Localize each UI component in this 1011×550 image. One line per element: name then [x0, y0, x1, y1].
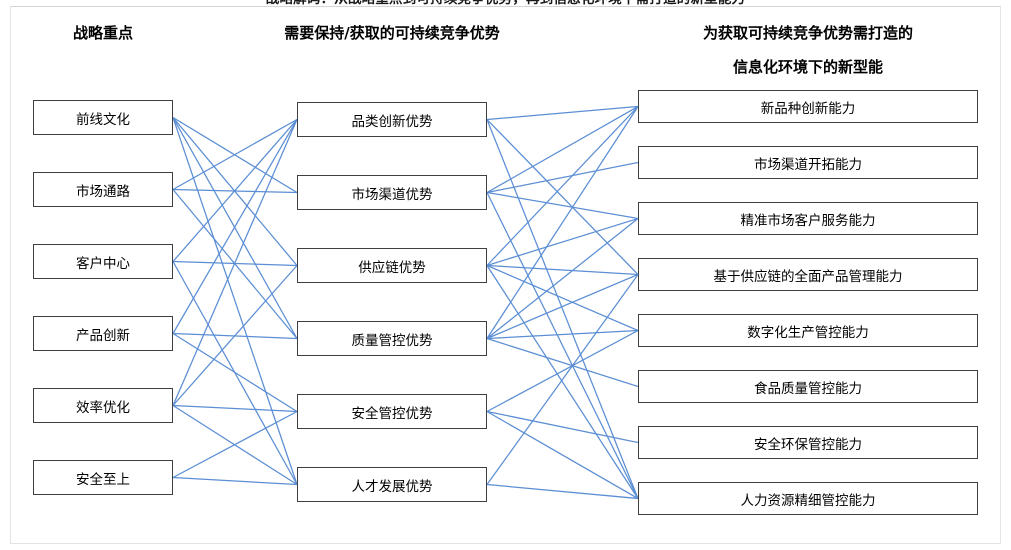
connector-mr-M4-R5: [486, 329, 639, 340]
connector-lm-L2-M2: [172, 188, 298, 194]
connector-lm-L5-M6: [172, 404, 298, 486]
heading-right-line1: 为获取可持续竞争优势需打造的: [702, 24, 913, 42]
strategy-node-l3[interactable]: 客户中心: [33, 244, 173, 279]
strategy-node-l1[interactable]: 前线文化: [33, 100, 173, 135]
connector-mr-M5-R8: [486, 410, 639, 500]
connector-mr-M2-R1: [486, 105, 639, 194]
connector-mr-M6-R8: [486, 483, 639, 500]
node-label: 安全环保管控能力: [754, 436, 862, 453]
strategy-node-l2[interactable]: 市场通路: [33, 172, 173, 207]
node-label: 人才发展优势: [351, 478, 433, 495]
node-label: 前线文化: [76, 111, 130, 128]
advantage-node-m1[interactable]: 品类创新优势: [297, 102, 487, 137]
connector-mr-M1-R8: [486, 119, 639, 499]
node-label: 质量管控优势: [351, 332, 433, 349]
connector-mr-M5-R7: [486, 410, 639, 444]
connector-lm-L6-M5: [172, 410, 298, 479]
clipped-top-text: 战略解码：从战略重点到可持续竞争优势，再到信息化环境下需打造的新型能力: [0, 0, 1011, 5]
advantage-node-m5[interactable]: 安全管控优势: [297, 394, 487, 429]
connector-mr-M3-R4: [486, 264, 639, 276]
capability-node-r6[interactable]: 食品质量管控能力: [638, 370, 978, 403]
heading-left: 战略重点: [72, 24, 133, 42]
connector-mr-M6-R4: [486, 274, 639, 485]
connector-lm-L5-M1: [172, 119, 298, 406]
connector-mr-M1-R4: [486, 119, 639, 275]
connector-lm-L1-M4: [172, 117, 298, 339]
capability-node-r5[interactable]: 数字化生产管控能力: [638, 314, 978, 347]
node-label: 精准市场客户服务能力: [740, 212, 876, 229]
node-label: 市场渠道优势: [351, 186, 433, 203]
connector-mr-M2-R8: [486, 192, 639, 499]
strategy-node-l4[interactable]: 产品创新: [33, 316, 173, 351]
node-label: 产品创新: [76, 327, 130, 344]
node-label: 食品质量管控能力: [754, 380, 862, 397]
connector-lm-L6-M6: [172, 476, 298, 486]
node-label: 市场通路: [76, 183, 130, 200]
connector-lm-L4-M5: [172, 332, 298, 413]
connector-mr-M1-R1: [486, 105, 639, 121]
advantage-node-m4[interactable]: 质量管控优势: [297, 321, 487, 356]
strategy-node-l6[interactable]: 安全至上: [33, 460, 173, 495]
connector-mr-M3-R5: [486, 264, 639, 332]
capability-node-r7[interactable]: 安全环保管控能力: [638, 426, 978, 459]
connector-lm-L2-M1: [172, 118, 298, 191]
node-label: 市场渠道开拓能力: [754, 156, 862, 173]
capability-node-r2[interactable]: 市场渠道开拓能力: [638, 146, 978, 179]
connector-mr-M4-R6: [486, 337, 639, 388]
heading-middle: 需要保持/获取的可持续竞争优势: [284, 24, 500, 42]
capability-node-r8[interactable]: 人力资源精细管控能力: [638, 482, 978, 515]
connector-mr-M3-R1: [486, 106, 639, 266]
capability-node-r1[interactable]: 新品种创新能力: [638, 90, 978, 123]
connector-lm-L5-M3: [172, 265, 298, 406]
advantage-node-m6[interactable]: 人才发展优势: [297, 467, 487, 502]
advantage-node-m2[interactable]: 市场渠道优势: [297, 175, 487, 210]
connector-mr-M3-R8: [486, 265, 639, 499]
capability-node-r4[interactable]: 基于供应链的全面产品管理能力: [638, 258, 978, 291]
connector-lm-L2-M4: [172, 189, 298, 339]
node-label: 安全管控优势: [351, 405, 433, 422]
connector-mr-M4-R4: [486, 273, 639, 340]
node-label: 数字化生产管控能力: [747, 324, 869, 341]
node-label: 品类创新优势: [351, 113, 433, 130]
connector-lm-L1-M2: [172, 116, 298, 194]
advantage-node-m3[interactable]: 供应链优势: [297, 248, 487, 283]
connector-mr-M5-R5: [486, 329, 639, 413]
node-label: 安全至上: [76, 471, 130, 488]
connector-mr-M3-R3: [486, 217, 639, 267]
node-label: 人力资源精细管控能力: [740, 492, 876, 509]
strategy-node-l5[interactable]: 效率优化: [33, 388, 173, 423]
connector-lm-L4-M1: [172, 119, 298, 334]
connector-lm-L4-M4: [172, 332, 298, 340]
capability-node-r3[interactable]: 精准市场客户服务能力: [638, 202, 978, 235]
connector-lm-L1-M3: [172, 117, 298, 266]
connector-lm-L3-M3: [172, 260, 298, 267]
node-label: 客户中心: [76, 255, 130, 272]
connector-mr-M2-R2: [486, 161, 639, 194]
node-label: 基于供应链的全面产品管理能力: [713, 268, 903, 285]
node-label: 供应链优势: [358, 259, 426, 276]
connector-lm-L3-M6: [172, 261, 298, 485]
heading-right-line2: 信息化环境下的新型能: [732, 58, 883, 76]
connector-lm-L3-M1: [172, 119, 298, 262]
connector-lm-L5-M5: [172, 404, 298, 413]
connector-lm-L1-M6: [172, 117, 298, 485]
node-label: 新品种创新能力: [760, 100, 856, 117]
connector-mr-M4-R1: [486, 106, 639, 339]
connector-mr-M4-R3: [486, 218, 639, 339]
node-label: 效率优化: [76, 399, 130, 416]
connector-mr-M2-R3: [486, 191, 639, 220]
